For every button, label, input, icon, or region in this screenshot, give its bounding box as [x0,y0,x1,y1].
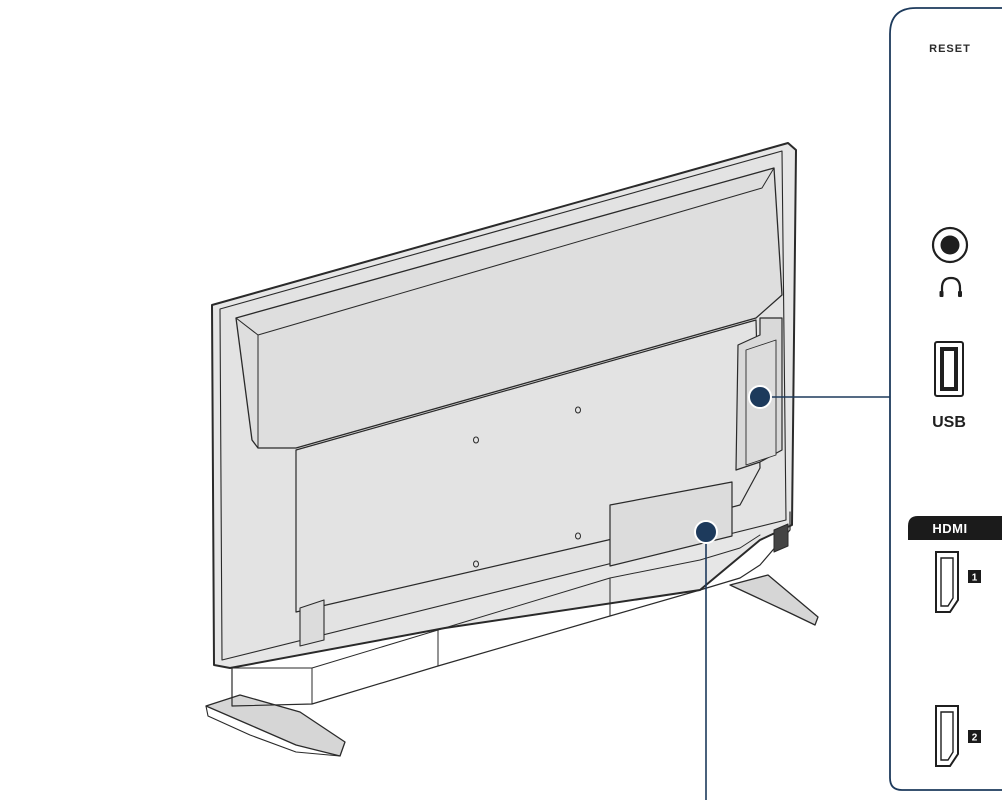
usb-label: USB [932,414,966,431]
tv-rear-view [205,142,819,757]
upper-rear-cover-edge [235,167,775,336]
right-side-connector [773,523,789,553]
headphone-jack-hole [940,235,960,255]
lower-base-divider-1 [311,577,611,705]
callouts [694,385,890,800]
hdmi-logo-text: HDMI [932,521,967,536]
vesa-hole [575,532,581,540]
hdmi-port-number: 2 [972,733,978,744]
left-stand-foot [205,694,346,757]
hdmi-port-number: 1 [972,573,978,584]
callout-dot-rear [694,520,718,544]
right-stand-foot [729,574,819,626]
side-terminal-panel: RESET USB HDMI 1 [889,7,1002,791]
vesa-hole [575,406,581,414]
hdmi-logo: HDMI [908,516,1002,540]
rear-label-plate [609,481,733,567]
hdmi-port-2: 2 [935,705,981,767]
hdmi-port-1: 1 [935,551,981,613]
headphone-icon [939,276,962,298]
panel-border [889,7,1002,791]
vesa-holes [473,406,581,568]
left-stand-foot-face [205,705,341,757]
callout-dot-side [748,385,772,409]
hdmi-port-number-badge [968,570,981,583]
vesa-hole [473,436,479,444]
vesa-hole [473,560,479,568]
reset-label: RESET [929,43,971,55]
hdmi-port-number-badge [968,730,981,743]
usb-port [934,341,964,397]
main-rear-panel [295,319,761,613]
power-inlet [299,599,325,647]
upper-rear-cover [235,167,783,449]
